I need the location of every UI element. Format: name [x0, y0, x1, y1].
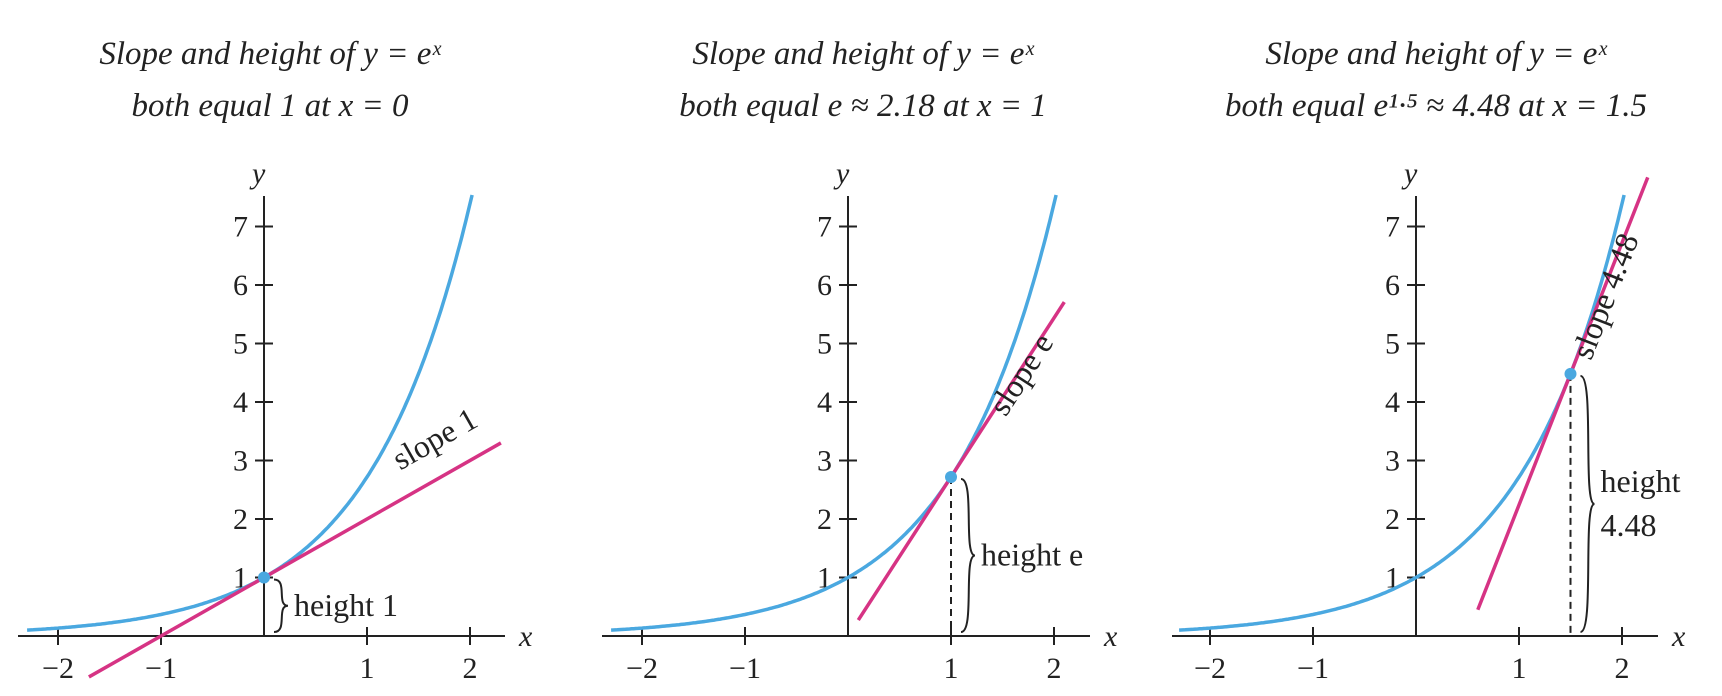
panel-1-title: Slope and height of y = eˣ both equal 1 …	[0, 28, 550, 132]
y-axis-label: y	[249, 157, 266, 190]
height-brace	[1579, 374, 1596, 633]
panel-2-title-line2: both equal e ≈ 2.18 at x = 1	[679, 88, 1047, 124]
y-tick-label: 2	[817, 503, 832, 536]
y-tick-label: 7	[817, 211, 832, 244]
x-tick-label: −1	[145, 652, 177, 685]
y-tick-label: 7	[1385, 211, 1400, 244]
y-tick-label: 6	[1385, 269, 1400, 302]
x-axis-label: x	[1671, 620, 1686, 653]
y-tick-label: 3	[817, 445, 832, 478]
y-tick-label: 5	[1385, 328, 1400, 361]
panel-2-title: Slope and height of y = eˣ both equal e …	[583, 28, 1143, 132]
y-tick-label: 2	[233, 503, 248, 536]
y-axis-label: y	[1401, 157, 1418, 190]
x-tick-label: 2	[1047, 652, 1062, 685]
height-brace	[960, 477, 976, 633]
height-label: height 1	[294, 587, 398, 623]
height-label-line: height e	[981, 536, 1083, 572]
x-axis-label: x	[518, 620, 533, 653]
panel-3-title-line1: Slope and height of y = eˣ	[1265, 36, 1607, 72]
x-tick-label: 1	[360, 652, 375, 685]
exp-curve	[1179, 194, 1626, 632]
panel-2-title-line1: Slope and height of y = eˣ	[692, 36, 1034, 72]
x-tick-label: −2	[42, 652, 74, 685]
x-tick-label: 2	[1615, 652, 1630, 685]
tangency-point	[258, 571, 270, 584]
y-tick-label: 6	[817, 269, 832, 302]
x-tick-label: 1	[944, 652, 959, 685]
x-tick-label: 1	[1512, 652, 1527, 685]
y-tick-label: 4	[817, 386, 832, 419]
x-tick-label: −1	[1297, 652, 1329, 685]
slope-label: slope 1	[386, 400, 483, 477]
y-tick-label: 5	[233, 328, 248, 361]
x-axis-label: x	[1103, 620, 1118, 653]
tangent-line	[856, 301, 1066, 622]
tangent-line	[88, 441, 502, 679]
exp-curve	[27, 194, 474, 632]
y-tick-label: 4	[1385, 386, 1400, 419]
slope-label: slope 4.48	[1564, 228, 1646, 364]
tangency-point	[945, 470, 957, 483]
slope-label: slope e	[981, 327, 1060, 422]
y-tick-label: 5	[817, 328, 832, 361]
y-tick-label: 3	[1385, 445, 1400, 478]
panel-1-title-line1: Slope and height of y = eˣ	[99, 36, 441, 72]
height-label: height 4.48	[1601, 463, 1681, 543]
y-axis-label: y	[833, 157, 850, 190]
y-tick-label: 4	[233, 386, 248, 419]
x-tick-label: −2	[626, 652, 658, 685]
tangency-point	[1564, 367, 1577, 380]
y-tick-label: 6	[233, 269, 248, 302]
y-tick-label: 2	[1385, 503, 1400, 536]
tangent-line	[1476, 176, 1650, 611]
height-label-line: 4.48	[1601, 507, 1657, 543]
x-tick-label: −1	[729, 652, 761, 685]
x-tick-label: 2	[463, 652, 478, 685]
x-tick-label: −2	[1194, 652, 1226, 685]
height-label-line: height 1	[294, 587, 398, 623]
y-tick-label: 7	[233, 211, 248, 244]
exp-curve	[611, 194, 1058, 632]
y-tick-label: 3	[233, 445, 248, 478]
height-brace	[273, 578, 289, 633]
height-label-line: height	[1601, 463, 1681, 499]
panel-3-title: Slope and height of y = eˣ both equal e¹…	[1156, 28, 1716, 132]
panel-1-title-line2: both equal 1 at x = 0	[131, 88, 409, 124]
height-label: height e	[981, 536, 1083, 572]
panel-3-title-line2: both equal e¹·⁵ ≈ 4.48 at x = 1.5	[1225, 88, 1647, 124]
